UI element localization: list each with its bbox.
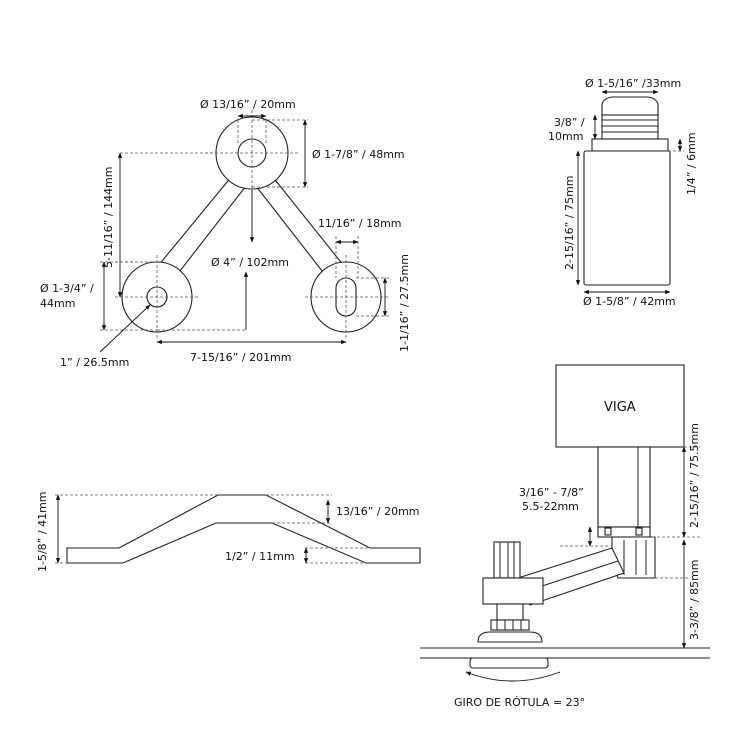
horizontal-span-label: 7-15/16” / 201mm [190, 351, 292, 364]
slot-height-label: 1-1/16” / 27.5mm [398, 254, 411, 352]
clamp-top [493, 541, 521, 579]
bottom-diameter-label: Ø 1-5/8” / 42mm [583, 295, 676, 308]
top-disc-diameter-label: Ø 1-7/8” / 48mm [312, 148, 405, 161]
bend-height-label: 13/16” / 20mm [336, 505, 420, 518]
post [597, 446, 651, 528]
hole-diameter-label: Ø 13/16” / 20mm [200, 98, 296, 111]
bolt-body [583, 150, 671, 286]
post-height-label: 2-15/16” / 75.5mm [688, 423, 701, 528]
assembly-view: VIGA GIRO DE RÓTULA = 23° [420, 364, 710, 709]
thread-label-2: 10mm [548, 130, 583, 143]
thickness-label: 1/2” / 11mm [225, 550, 295, 563]
fitting-head [477, 631, 543, 643]
clamp-thread [490, 619, 530, 631]
collar-label: 1/4” / 6mm [685, 132, 698, 195]
fitting-bottom-cap [469, 657, 549, 669]
bolt-thread [601, 114, 659, 140]
spider-top-view: Ø 13/16” / 20mm Ø 1-7/8” / 48mm 5-11/16”… [40, 98, 411, 369]
disc-diameter-label-1: Ø 1-3/4” / [40, 282, 94, 295]
thread-label-1: 3/8” / [554, 116, 585, 129]
beam-box [555, 364, 685, 448]
small-hole-label: 1” / 26.5mm [60, 356, 129, 369]
glass-gap-label-1: 3/16” - 7/8” [519, 486, 584, 499]
bolt-top-diameter-label: Ø 1-5/16” /33mm [585, 77, 681, 90]
beam-label: VIGA [604, 400, 636, 415]
bolt-view: Ø 1-5/16” /33mm 3/8” / 10mm 1/4” / 6mm 2… [548, 77, 698, 308]
arm-height-label: 3-3/8” / 85mm [688, 560, 701, 641]
glass-gap-label-2: 5.5-22mm [522, 500, 579, 513]
clamp-nut [496, 603, 524, 621]
rotation-label: GIRO DE RÓTULA = 23° [454, 696, 585, 709]
center-distance-label: Ø 4” / 102mm [211, 256, 289, 269]
total-height-label: 1-5/8” / 41mm [36, 492, 49, 573]
slot-width-label: 11/16” / 18mm [318, 217, 402, 230]
bolt-cap [601, 96, 659, 116]
clamp-body [482, 577, 544, 605]
spider-side-view: 1-5/8” / 41mm 13/16” / 20mm 1/2” / 11mm [36, 492, 421, 573]
vertical-span-label: 5-11/16” / 144mm [102, 167, 115, 269]
body-height-label: 2-15/16” / 75mm [563, 176, 576, 271]
disc-diameter-label-2: 44mm [40, 297, 75, 310]
bolt-collar [591, 138, 669, 152]
